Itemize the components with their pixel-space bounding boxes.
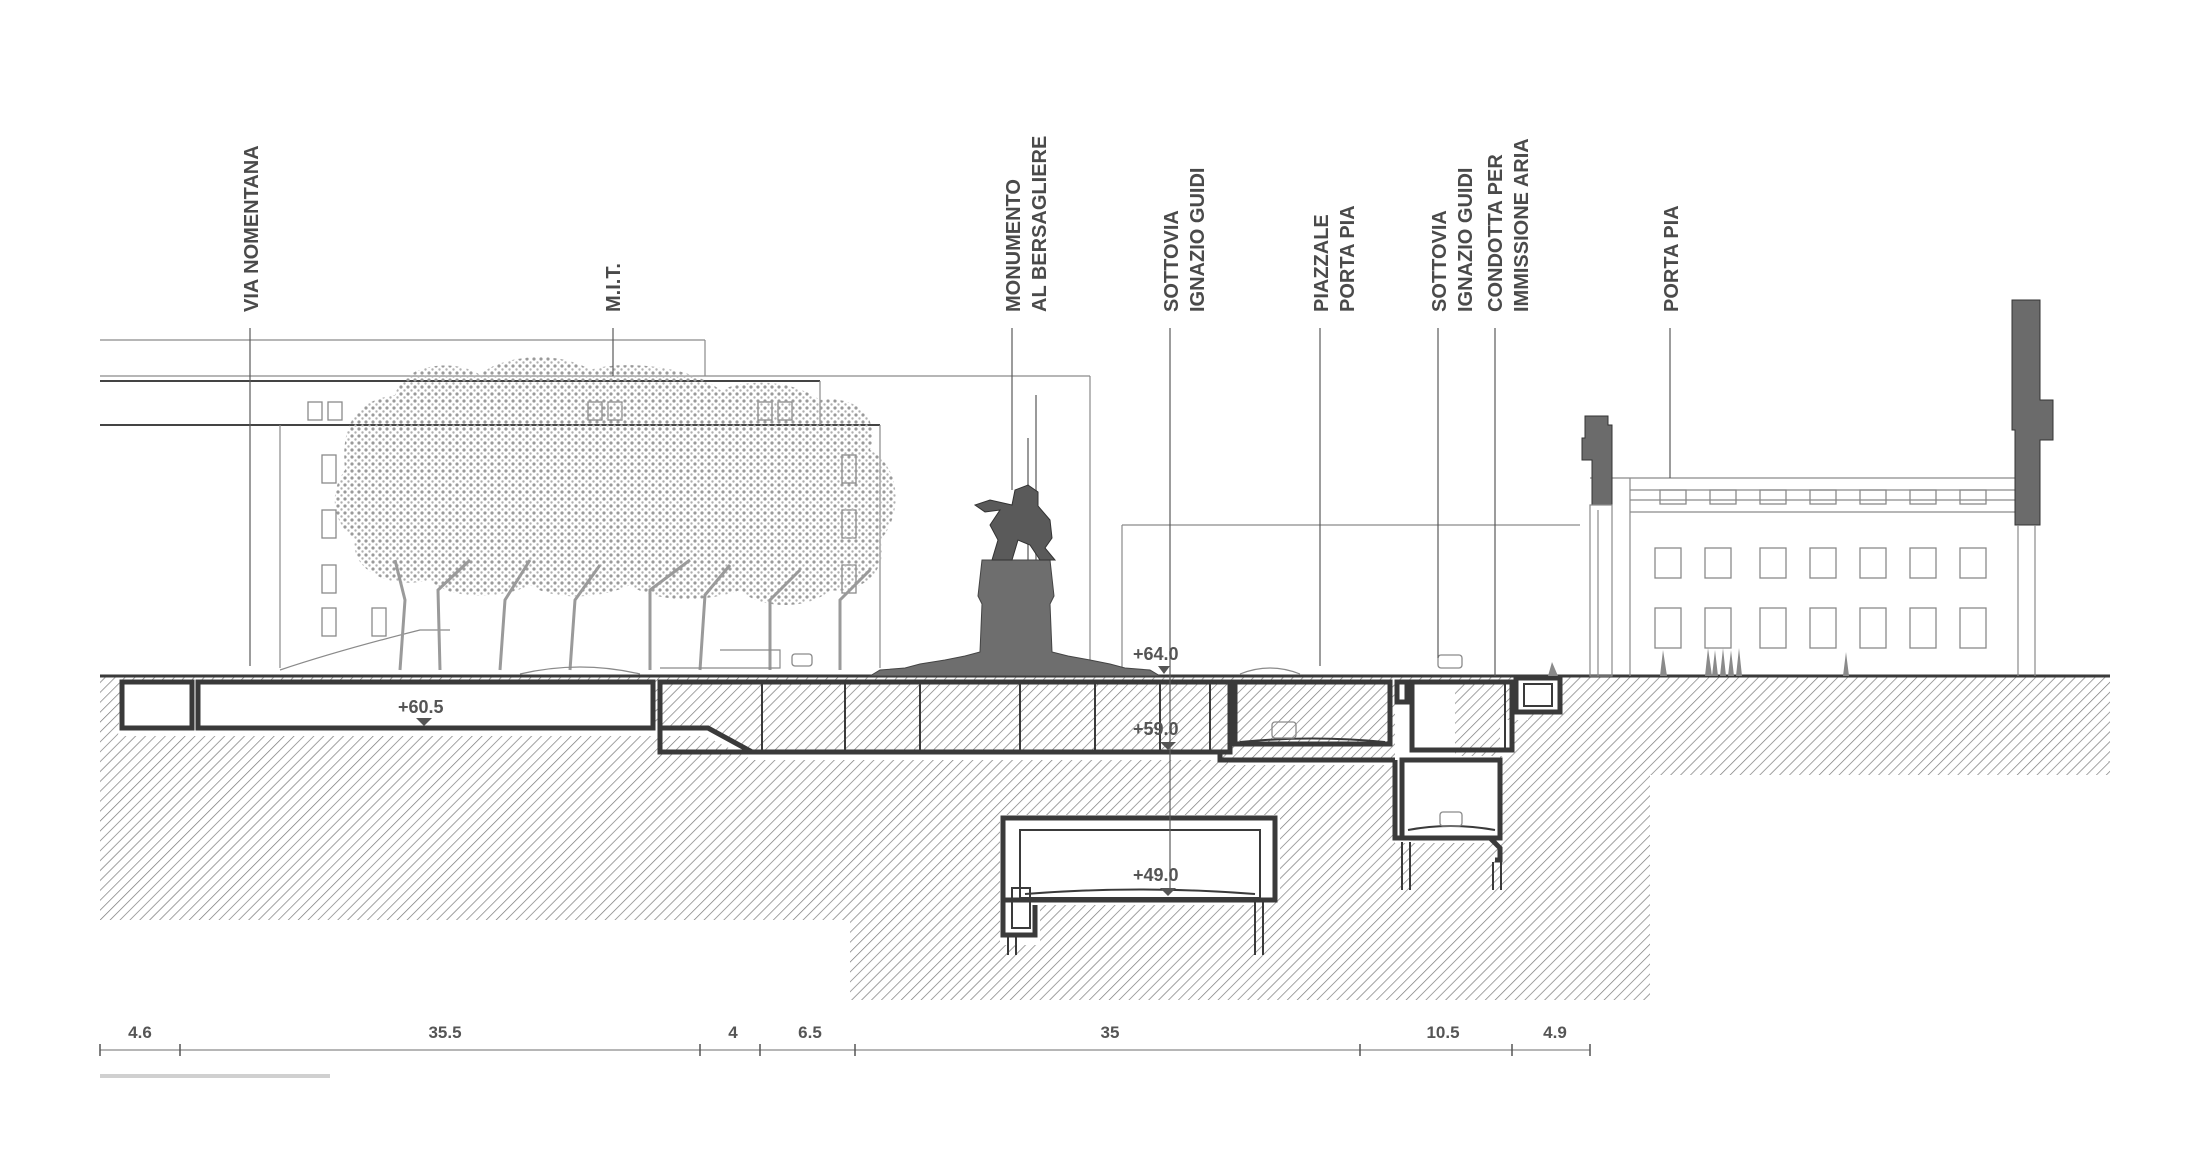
label-condotta-line1: CONDOTTA PER: [1485, 154, 1507, 312]
level-60-5-marker: [416, 718, 432, 726]
label-sottovia-b-line1: SOTTOVIA: [1429, 210, 1451, 312]
dimension-5: 35: [1101, 1023, 1120, 1042]
level-49-marker: [1160, 888, 1176, 896]
vertical-labels: VIA NOMENTANA M.I.T. MONUMENTO AL BERSAG…: [241, 136, 1683, 312]
dimension-string: 4.6 35.5 4 6.5 35 10.5 4.9: [99, 1023, 1591, 1056]
tree-canopy: [334, 357, 1037, 671]
structure-lines: [100, 674, 2110, 955]
porta-pia-building: [1548, 299, 2054, 677]
dimension-2: 35.5: [428, 1023, 461, 1042]
dimension-3: 4: [728, 1023, 738, 1042]
label-condotta-line2: IMMISSIONE ARIA: [1511, 138, 1533, 312]
dimension-1: 4.6: [128, 1023, 152, 1042]
label-sottovia-a-line1: SOTTOVIA: [1161, 210, 1183, 312]
label-porta-pia: PORTA PIA: [1661, 205, 1683, 312]
label-piazzale-line2: PORTA PIA: [1337, 205, 1359, 312]
leader-lines: [249, 328, 1671, 892]
label-mit: M.I.T.: [603, 263, 625, 312]
dimension-7: 4.9: [1543, 1023, 1567, 1042]
monument-bersagliere: [868, 484, 1162, 677]
label-sottovia-a-line2: IGNAZIO GUIDI: [1187, 168, 1209, 312]
dimension-4: 6.5: [798, 1023, 822, 1042]
level-64: +64.0: [1133, 644, 1179, 664]
label-piazzale-line1: PIAZZALE: [1311, 214, 1333, 312]
surface-details: [519, 649, 1463, 827]
level-64-marker: [1158, 666, 1170, 674]
level-59: +59.0: [1133, 719, 1179, 739]
label-sottovia-b-line2: IGNAZIO GUIDI: [1455, 168, 1477, 312]
dimension-6: 10.5: [1426, 1023, 1459, 1042]
level-60-5: +60.5: [398, 697, 444, 717]
level-markers: +64.0 +60.5 +59.0 +49.0: [398, 644, 1179, 896]
label-monumento-line2: AL BERSAGLIERE: [1029, 136, 1051, 312]
level-59-marker: [1160, 742, 1176, 750]
level-49: +49.0: [1133, 865, 1179, 885]
label-monumento-line1: MONUMENTO: [1003, 179, 1025, 312]
label-via-nomentana: VIA NOMENTANA: [241, 145, 263, 312]
